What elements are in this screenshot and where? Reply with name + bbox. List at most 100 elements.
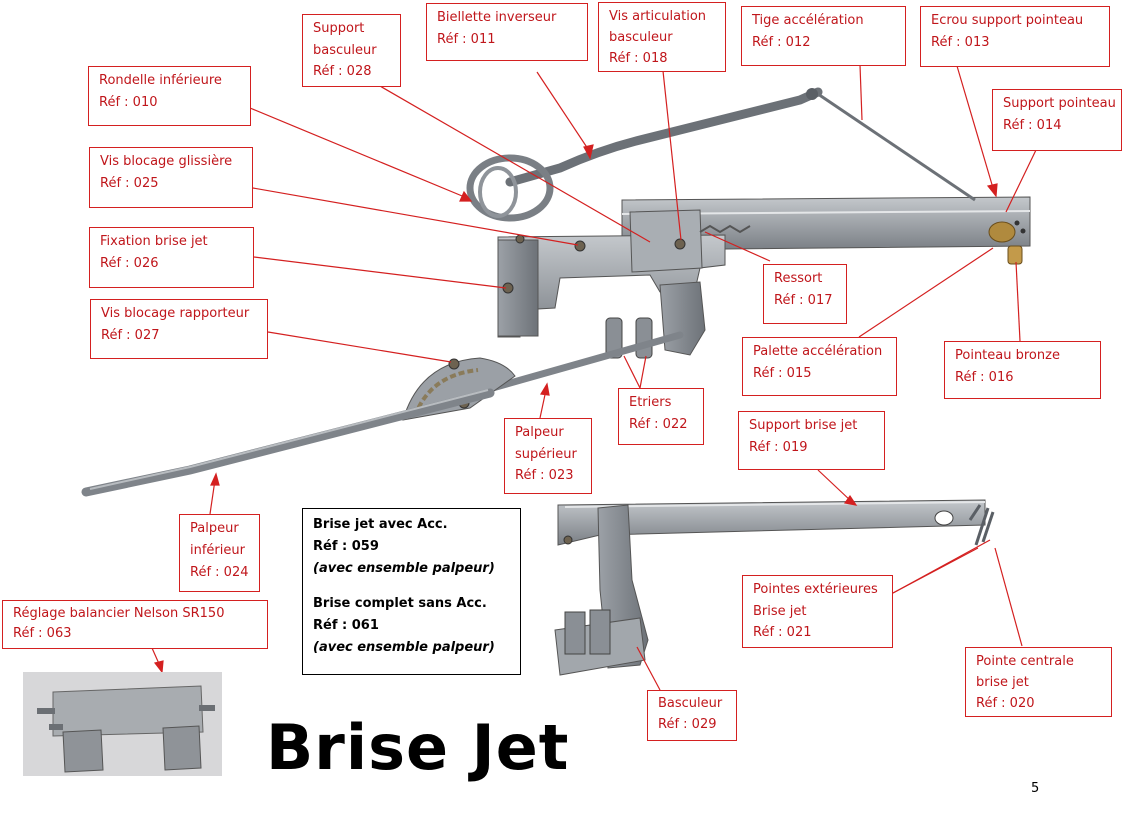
info-line: Brise jet avec Acc. [313,517,448,532]
label-ref: Réf : 026 [100,255,159,271]
bronze-needle [988,221,1016,243]
label-ref: Réf : 020 [976,696,1035,711]
label-ref: Réf : 022 [629,416,688,432]
lower-bar-edge [564,501,986,508]
balancier-bolt [37,708,55,714]
bracket-arm [659,281,706,356]
balancier-plate [52,685,204,737]
label-ref: Réf : 017 [774,292,833,308]
lower-bar-hole [934,510,954,526]
label-ressort: Ressort Réf : 017 [763,264,847,324]
leader-lines [151,64,1037,691]
page-number: 5 [1031,781,1040,796]
label-ref: Réf : 014 [1003,117,1062,133]
label-ref: Réf : 027 [101,327,160,343]
screw [574,240,586,252]
label-rondelle-inferieure: Rondelle inférieure Réf : 010 [88,66,251,126]
center-point [974,507,990,546]
label-palpeur-superieur: Palpeur supérieur Réf : 023 [504,418,592,494]
label-name: Pointes extérieures Brise jet [753,582,878,619]
spring [699,224,751,234]
label-name: Tige accélération [752,13,864,28]
label-name: Palpeur supérieur [515,425,577,462]
label-name: Vis articulation basculeur [609,9,707,45]
label-ref: Réf : 018 [609,51,668,66]
balancier-photo [23,672,222,776]
lower-assembly [554,499,995,676]
label-ref: Réf : 010 [99,94,158,110]
label-ref: Réf : 016 [955,369,1014,385]
label-name: Rondelle inférieure [99,73,222,88]
label-tige-acceleration: Tige accélération Réf : 012 [741,6,906,66]
info-line: Réf : 061 [313,618,379,633]
label-name: Pointeau bronze [955,348,1060,363]
label-etriers: Etriers Réf : 022 [618,388,704,445]
label-ref: Réf : 015 [753,365,812,381]
info-line: (avec ensemble palpeur) [313,640,495,655]
label-name: Fixation brise jet [100,234,208,249]
balancier-leg [62,729,104,773]
acceleration-rod [814,90,976,202]
info-line: Brise complet sans Acc. [313,596,487,611]
lower-feeler-rod [81,388,495,497]
upper-assembly [81,87,1031,497]
rocker-clamp [589,609,611,655]
bar-hole [1020,228,1026,234]
label-fixation-brise-jet: Fixation brise jet Réf : 026 [89,227,254,288]
label-vis-blocage-glissiere: Vis blocage glissière Réf : 025 [89,147,253,208]
screw [448,358,460,370]
outer-point [981,511,995,543]
label-name: Pointe centrale brise jet [976,654,1074,690]
screw [674,238,686,250]
label-vis-blocage-rapporteur: Vis blocage rapporteur Réf : 027 [90,299,268,359]
label-name: Support basculeur [313,21,377,58]
label-name: Palette accélération [753,344,883,359]
label-biellette-inverseur: Biellette inverseur Réf : 011 [426,3,588,61]
label-ref: Réf : 013 [931,34,990,50]
label-name: Palpeur inférieur [190,521,245,558]
label-support-brise-jet: Support brise jet Réf : 019 [738,411,885,470]
rocker-clamp [564,611,586,655]
rod-joint [806,88,818,100]
label-ref: Réf : 029 [658,716,717,732]
lower-feeler-rod-highlight [89,389,489,490]
label-ref: Réf : 024 [190,565,249,580]
label-name: Biellette inverseur [437,10,557,25]
label-name: Ressort [774,271,823,286]
screw [515,234,525,244]
label-pointes-exterieures: Pointes extérieures Brise jet Réf : 021 [742,575,893,648]
stirrup [635,317,653,359]
label-name: Réglage balancier Nelson SR150 [13,606,225,621]
bar-hole [1014,220,1020,226]
label-basculeur: Basculeur Réf : 029 [647,690,737,741]
label-ref: Réf : 028 [313,64,372,79]
label-ref: Réf : 019 [749,439,808,455]
label-support-basculeur: Support basculeur Réf : 028 [302,14,401,87]
label-palpeur-inferieur: Palpeur inférieur Réf : 024 [179,514,260,592]
label-name: Vis blocage glissière [100,154,233,169]
info-line: (avec ensemble palpeur) [313,561,495,576]
screw [563,535,573,545]
balancier-bolt [49,724,63,730]
washer-ring-inner [478,166,518,218]
label-ecrou-support-pointeau: Ecrou support pointeau Réf : 013 [920,6,1110,67]
label-support-pointeau: Support pointeau Réf : 014 [992,89,1122,151]
label-name: Etriers [629,395,672,410]
label-pointeau-bronze: Pointeau bronze Réf : 016 [944,341,1101,399]
outer-point [968,504,982,521]
label-ref: Réf : 063 [13,626,72,641]
balancier-leg [162,725,202,771]
page-title: Brise Jet [266,711,570,784]
label-reglage-balancier: Réglage balancier Nelson SR150 Réf : 063 [2,600,268,649]
balancier-bolt [199,705,215,711]
label-name: Support brise jet [749,418,858,433]
label-palette-acceleration: Palette accélération Réf : 015 [742,337,897,396]
info-spacer [313,580,510,593]
label-ref: Réf : 012 [752,34,811,50]
label-ref: Réf : 011 [437,31,496,47]
label-ref: Réf : 023 [515,468,574,483]
label-name: Ecrou support pointeau [931,13,1084,28]
label-ref: Réf : 025 [100,175,159,191]
